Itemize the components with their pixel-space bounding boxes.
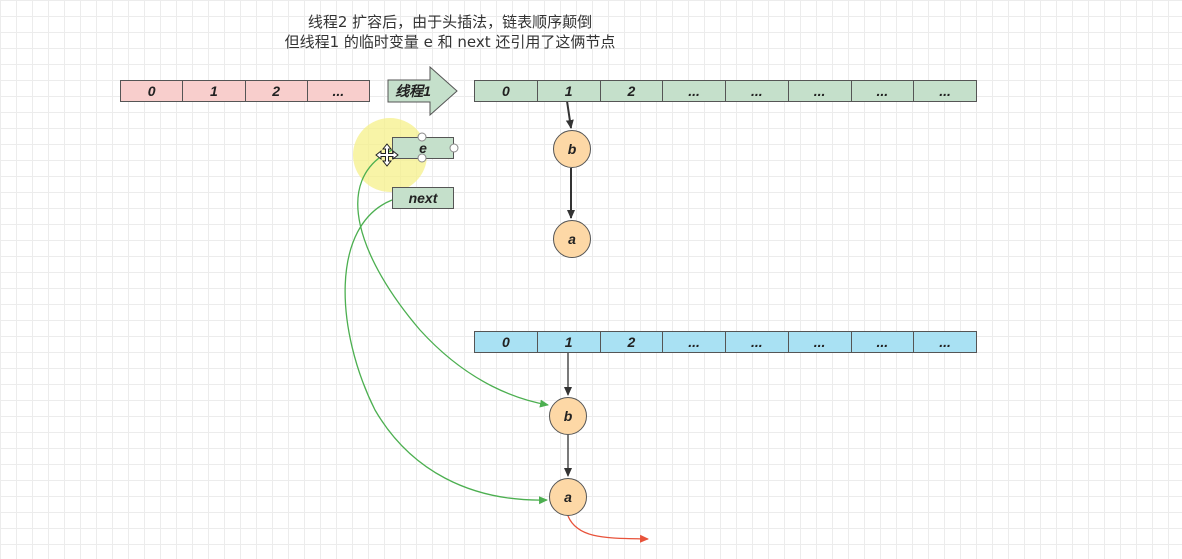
thread1-node-b[interactable]: b	[553, 130, 591, 168]
caption-line-2: 但线程1 的临时变量 e 和 next 还引用了这俩节点	[284, 33, 616, 51]
move-cursor-icon	[375, 143, 399, 167]
resize-handle[interactable]	[449, 143, 459, 153]
var-next[interactable]: next	[392, 187, 454, 209]
thread-arrow-label: 线程1	[395, 83, 431, 99]
new-array-cell: 1	[536, 331, 601, 353]
resize-handle[interactable]	[417, 153, 427, 163]
new-array-cell: ...	[662, 331, 726, 353]
old-array-cell: ...	[306, 80, 370, 102]
new-array-cell: 2	[599, 331, 664, 353]
edge-a-next	[567, 515, 649, 543]
new-node-b[interactable]: b	[549, 397, 587, 435]
resize-handle[interactable]	[417, 132, 427, 142]
thread1-node-a[interactable]: a	[553, 220, 591, 258]
new-array-cell: 0	[474, 331, 538, 353]
edge-next-to-a	[344, 199, 548, 505]
old-array: 0 1 2 ...	[120, 80, 370, 102]
caption: 线程2 扩容后，由于头插法，链表顺序颠倒 但线程1 的临时变量 e 和 next…	[240, 12, 660, 52]
new-array-cell: ...	[787, 331, 852, 353]
thread-arrow-shape	[387, 65, 458, 117]
thread1-array: 0 1 2 ... ... ... ... ...	[474, 80, 977, 102]
new-array-cell: ...	[725, 331, 789, 353]
new-node-a[interactable]: a	[549, 478, 587, 516]
thread1-array-cell: ...	[913, 80, 977, 102]
thread1-array-cell: ...	[850, 80, 915, 102]
new-array-cell: ...	[913, 331, 977, 353]
new-array: 0 1 2 ... ... ... ... ...	[474, 331, 977, 353]
edge-slot1-to-b	[565, 100, 574, 129]
new-array-cell: ...	[850, 331, 915, 353]
edge-e-to-b	[357, 149, 549, 408]
caption-line-1: 线程2 扩容后，由于头插法，链表顺序颠倒	[307, 13, 593, 31]
